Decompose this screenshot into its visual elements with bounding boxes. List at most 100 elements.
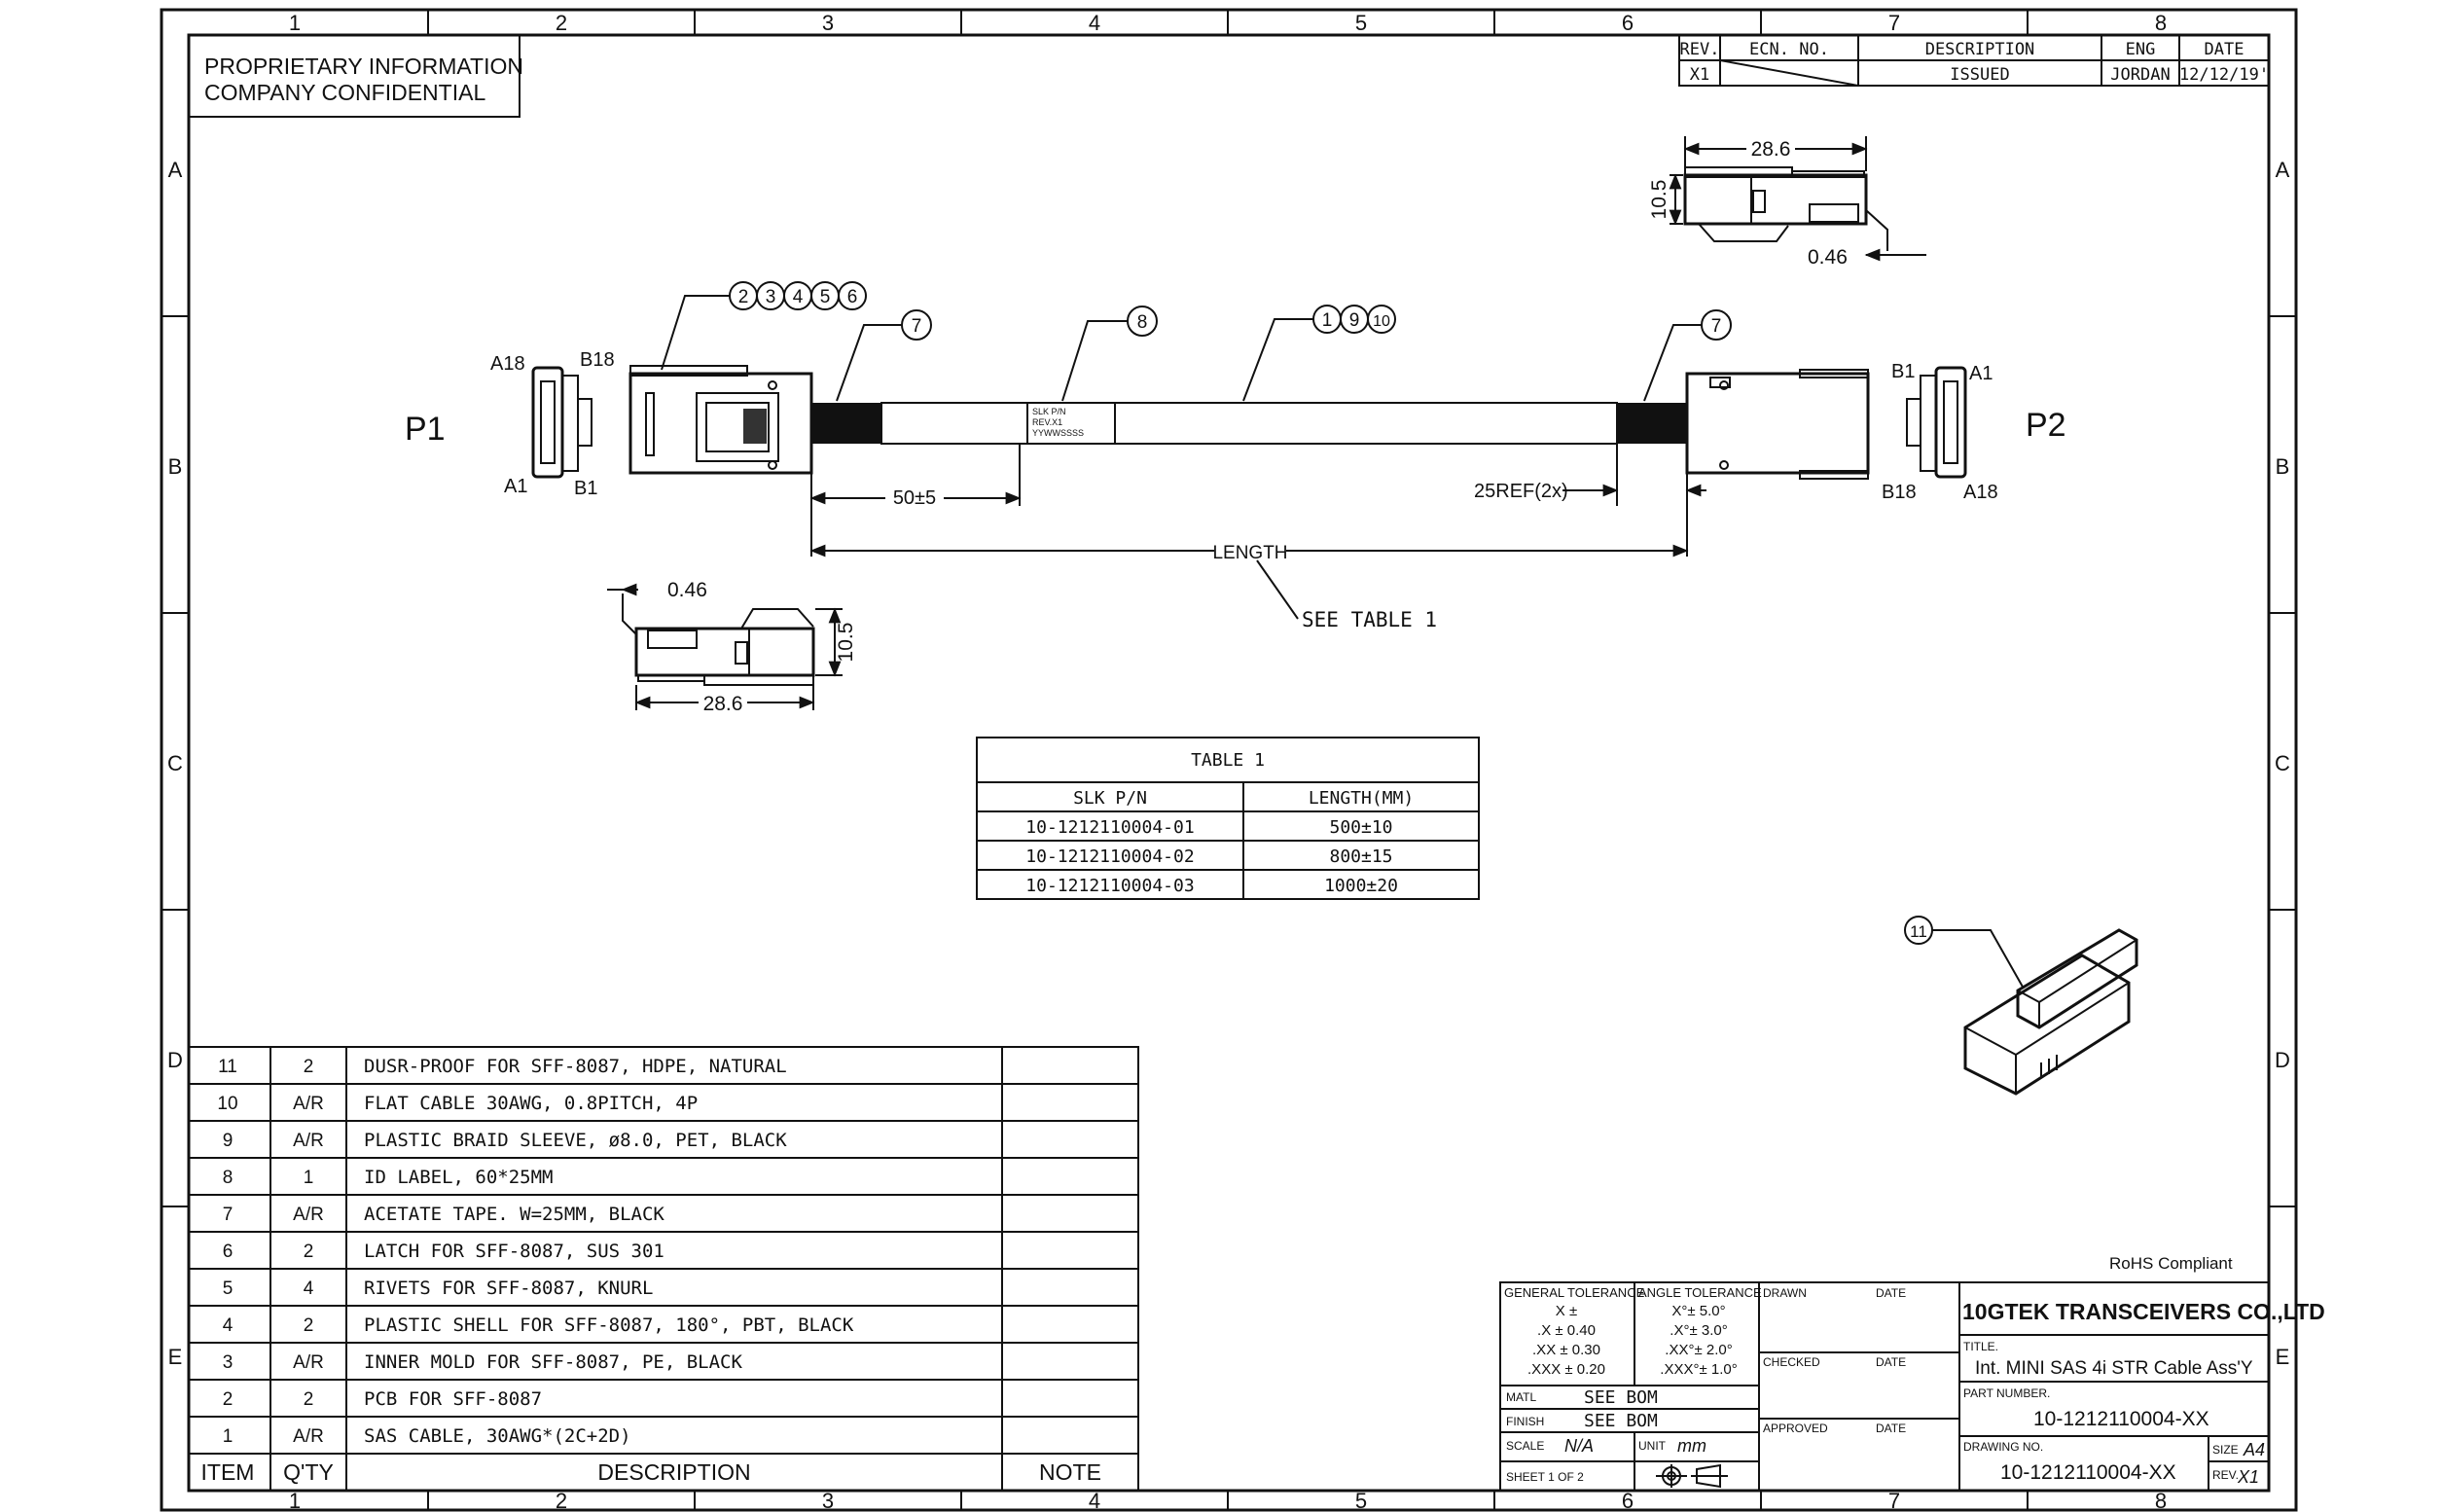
p2-label: P2 [2026,407,2066,444]
part-number-label: PART NUMBER. [1963,1386,2050,1400]
ecn-header: ECN. NO. [1749,40,1829,59]
bom-item: 8 [223,1168,233,1188]
dim-height-top: 10.5 [1648,180,1670,220]
col-label: 2 [556,11,567,35]
eng-value: JORDAN [2110,65,2170,85]
row-label: E [2276,1345,2290,1369]
checked-date-label: DATE [1876,1355,1906,1369]
balloon-label: 2 [738,287,749,307]
angle-tolerance-line: .XX°± 2.0° [1665,1342,1732,1358]
dust-cap-view: 11 [1904,916,2138,1096]
row-label: D [2275,1048,2290,1072]
sheet-number: SHEET 1 OF 2 [1506,1470,1584,1484]
bom-qty: A/R [293,1205,324,1225]
balloon-label: 7 [1711,316,1722,337]
bom-qty: A/R [293,1426,324,1447]
bom-desc: SAS CABLE, 30AWG*(2C+2D) [364,1425,631,1447]
dim-latch-top: 0.46 [1808,246,1848,269]
bom-desc: FLAT CABLE 30AWG, 0.8PITCH, 4P [364,1093,698,1114]
bom-item: 10 [217,1094,237,1114]
col-label: 8 [2155,11,2167,35]
p1-pin-b18: B18 [580,349,615,371]
col-label: 7 [1888,11,1900,35]
bom-qty: 4 [304,1278,314,1299]
bom-qty: 2 [304,1242,314,1262]
date-header: DATE [2205,40,2244,59]
bom-desc: ACETATE TAPE. W=25MM, BLACK [364,1204,664,1225]
bom-item: 6 [223,1242,233,1262]
col-label: 4 [1089,1489,1100,1512]
bom-desc: DUSR-PROOF FOR SFF-8087, HDPE, NATURAL [364,1056,787,1077]
bom-qty: 2 [304,1315,314,1336]
title-block: GENERAL TOLERANCE ANGLE TOLERANCE X ± .X… [1499,1281,2325,1492]
col-label: 3 [822,1489,834,1512]
col-label: 5 [1355,1489,1367,1512]
p2-pin-b1: B1 [1891,361,1915,382]
row-label: A [2276,158,2290,182]
col-label: 7 [1888,1489,1900,1512]
angle-tolerance-line: X°± 5.0° [1671,1303,1725,1319]
col-label: 5 [1355,11,1367,35]
balloon-label: 8 [1137,312,1148,333]
finish-value: SEE BOM [1584,1411,1658,1431]
col-label: 4 [1089,11,1100,35]
balloon-label: 10 [1373,313,1390,330]
rev-value: X1 [1690,65,1709,85]
p2-pin-b18: B18 [1882,482,1917,503]
bom-header-item: ITEM [201,1459,255,1485]
drawn-label: DRAWN [1763,1286,1807,1300]
checked-label: CHECKED [1763,1355,1820,1369]
bom-qty: 2 [304,1057,314,1077]
length-table: TABLE 1 SLK P/N LENGTH(MM) 10-1212110004… [976,737,1480,900]
table1-cell: 10-1212110004-03 [1025,876,1194,896]
proprietary-notice: PROPRIETARY INFORMATION COMPANY CONFIDEN… [188,34,523,118]
row-label: A [168,158,183,182]
rev-label: REV. [2212,1468,2239,1482]
matl-label: MATL [1506,1390,1536,1404]
bom-desc: RIVETS FOR SFF-8087, KNURL [364,1278,653,1299]
rev-header: REV. [1680,40,1720,59]
table1-header-length: LENGTH(MM) [1309,788,1414,809]
row-label: C [2275,751,2290,775]
p1-pin-b1: B1 [574,478,597,499]
unit-value: mm [1677,1436,1706,1456]
rev-value: X1 [2237,1467,2259,1487]
title-label: TITLE. [1963,1340,1998,1353]
bom-desc: INNER MOLD FOR SFF-8087, PE, BLACK [364,1351,742,1373]
table1-cell: 1000±20 [1324,876,1398,896]
bom-qty: A/R [293,1094,324,1114]
bom-desc: PLASTIC BRAID SLEEVE, ø8.0, PET, BLACK [364,1130,787,1151]
drawing-title: Int. MINI SAS 4i STR Cable Ass'Y [1975,1358,2253,1379]
bom-item: 9 [223,1131,233,1151]
company-name: 10GTEK TRANSCEIVERS CO.,LTD [1962,1299,2325,1324]
table1-cell: 500±10 [1329,817,1392,838]
size-value: A4 [2243,1440,2265,1459]
bom-item: 3 [223,1352,233,1373]
p2-pin-a1: A1 [1969,363,1993,384]
col-label: 8 [2155,1489,2167,1512]
bom-header-desc: DESCRIPTION [597,1459,750,1485]
bom-desc: PLASTIC SHELL FOR SFF-8087, 180°, PBT, B… [364,1314,854,1336]
angle-tolerance-title: ANGLE TOLERANCE [1638,1285,1762,1300]
notice-line: PROPRIETARY INFORMATION [204,54,523,79]
p1-mating-face: A18 B18 A1 B1 P1 [405,349,615,499]
col-label: 1 [289,11,301,35]
bom-header-note: NOTE [1039,1459,1101,1485]
balloon-label: 1 [1322,310,1333,331]
finish-label: FINISH [1506,1415,1544,1428]
balloon-label: 4 [793,287,804,307]
dim-width-top: 28.6 [1751,138,1791,161]
matl-value: SEE BOM [1584,1387,1658,1408]
bom-header-qty: Q'TY [283,1459,334,1485]
general-tolerance-title: GENERAL TOLERANCE [1504,1285,1645,1300]
row-label: B [168,454,183,479]
dim-height-bottom: 10.5 [835,623,857,663]
size-label: SIZE [2212,1443,2239,1457]
balloon-label: 6 [847,287,858,307]
col-label: 1 [289,1489,301,1512]
see-table-note: SEE TABLE 1 [1302,608,1437,631]
drawn-date-label: DATE [1876,1286,1906,1300]
id-label-line: SLK P/N [1032,407,1066,416]
bill-of-materials: 11 2 DUSR-PROOF FOR SFF-8087, HDPE, NATU… [188,1046,1139,1492]
